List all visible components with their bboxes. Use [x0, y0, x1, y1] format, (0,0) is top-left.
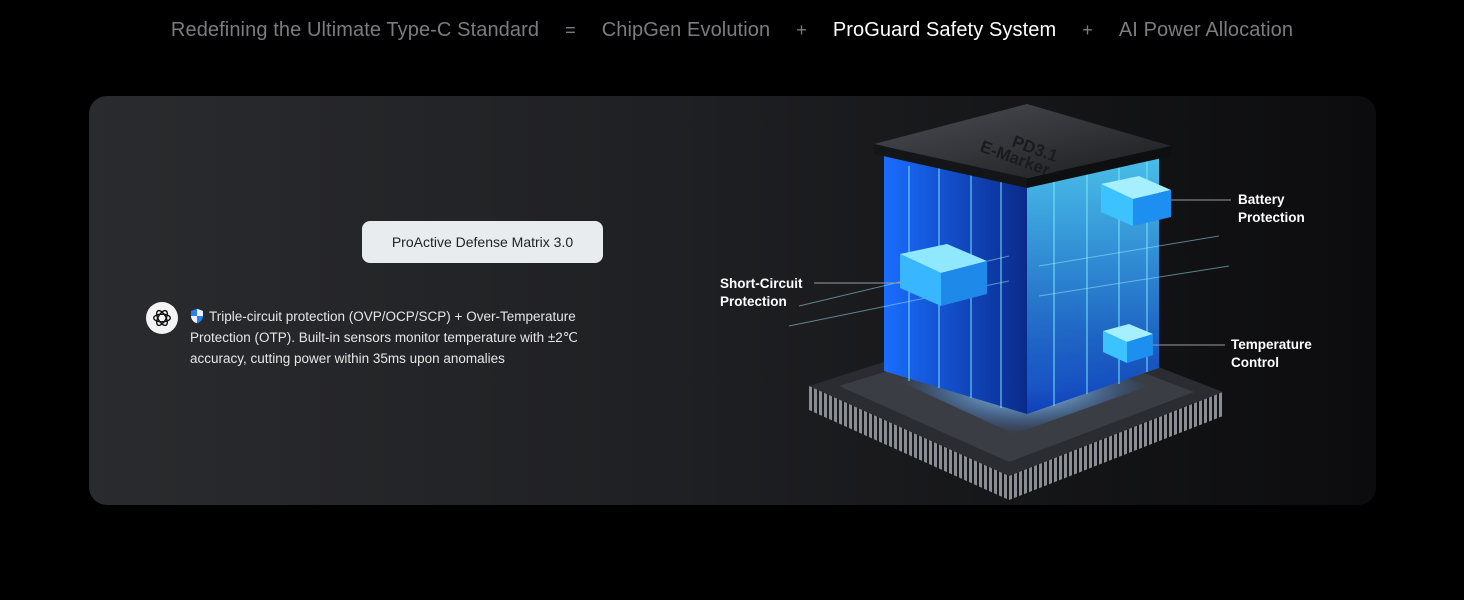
- top-nav: Redefining the Ultimate Type-C Standard …: [0, 0, 1464, 60]
- feature-description-text: Triple-circuit protection (OVP/OCP/SCP) …: [190, 309, 578, 366]
- plus-operator: +: [796, 19, 807, 40]
- defense-matrix-badge: ProActive Defense Matrix 3.0: [362, 221, 603, 263]
- short-circuit-callout-line1: Short-Circuit: [720, 276, 803, 291]
- plus-operator: +: [1082, 19, 1093, 40]
- temperature-callout-line1: Temperature: [1231, 337, 1312, 352]
- equals-operator: =: [565, 19, 576, 40]
- battery-callout-line1: Battery: [1238, 192, 1285, 207]
- openai-knot-glyph: [153, 309, 171, 327]
- short-circuit-protection-callout: Short-Circuit Protection: [720, 275, 803, 311]
- temperature-callout-line2: Control: [1231, 355, 1279, 370]
- chip-illustration: PD3.1 E-Marker: [788, 104, 1231, 500]
- callout-leader-lines: [814, 199, 1231, 346]
- tab-ai-power-allocation[interactable]: AI Power Allocation: [1118, 18, 1294, 41]
- short-circuit-block: [900, 244, 987, 306]
- temperature-block: [1103, 324, 1153, 363]
- temperature-control-callout: Temperature Control: [1231, 336, 1312, 372]
- battery-block: [1101, 176, 1171, 226]
- tab-proguard-safety-system[interactable]: ProGuard Safety System: [832, 18, 1057, 41]
- feature-panel: ProActive Defense Matrix 3.0 Triple-circ…: [89, 96, 1376, 505]
- battery-callout-line2: Protection: [1238, 210, 1305, 225]
- glowing-cube: PD3.1 E-Marker: [788, 104, 1230, 414]
- tab-chipgen-evolution[interactable]: ChipGen Evolution: [601, 18, 771, 41]
- tab-type-c-standard[interactable]: Redefining the Ultimate Type-C Standard: [170, 18, 540, 41]
- shield-icon: [191, 308, 203, 324]
- feature-description: Triple-circuit protection (OVP/OCP/SCP) …: [190, 306, 620, 369]
- battery-protection-callout: Battery Protection: [1238, 191, 1305, 227]
- openai-knot-icon: [146, 302, 178, 334]
- short-circuit-callout-line2: Protection: [720, 294, 787, 309]
